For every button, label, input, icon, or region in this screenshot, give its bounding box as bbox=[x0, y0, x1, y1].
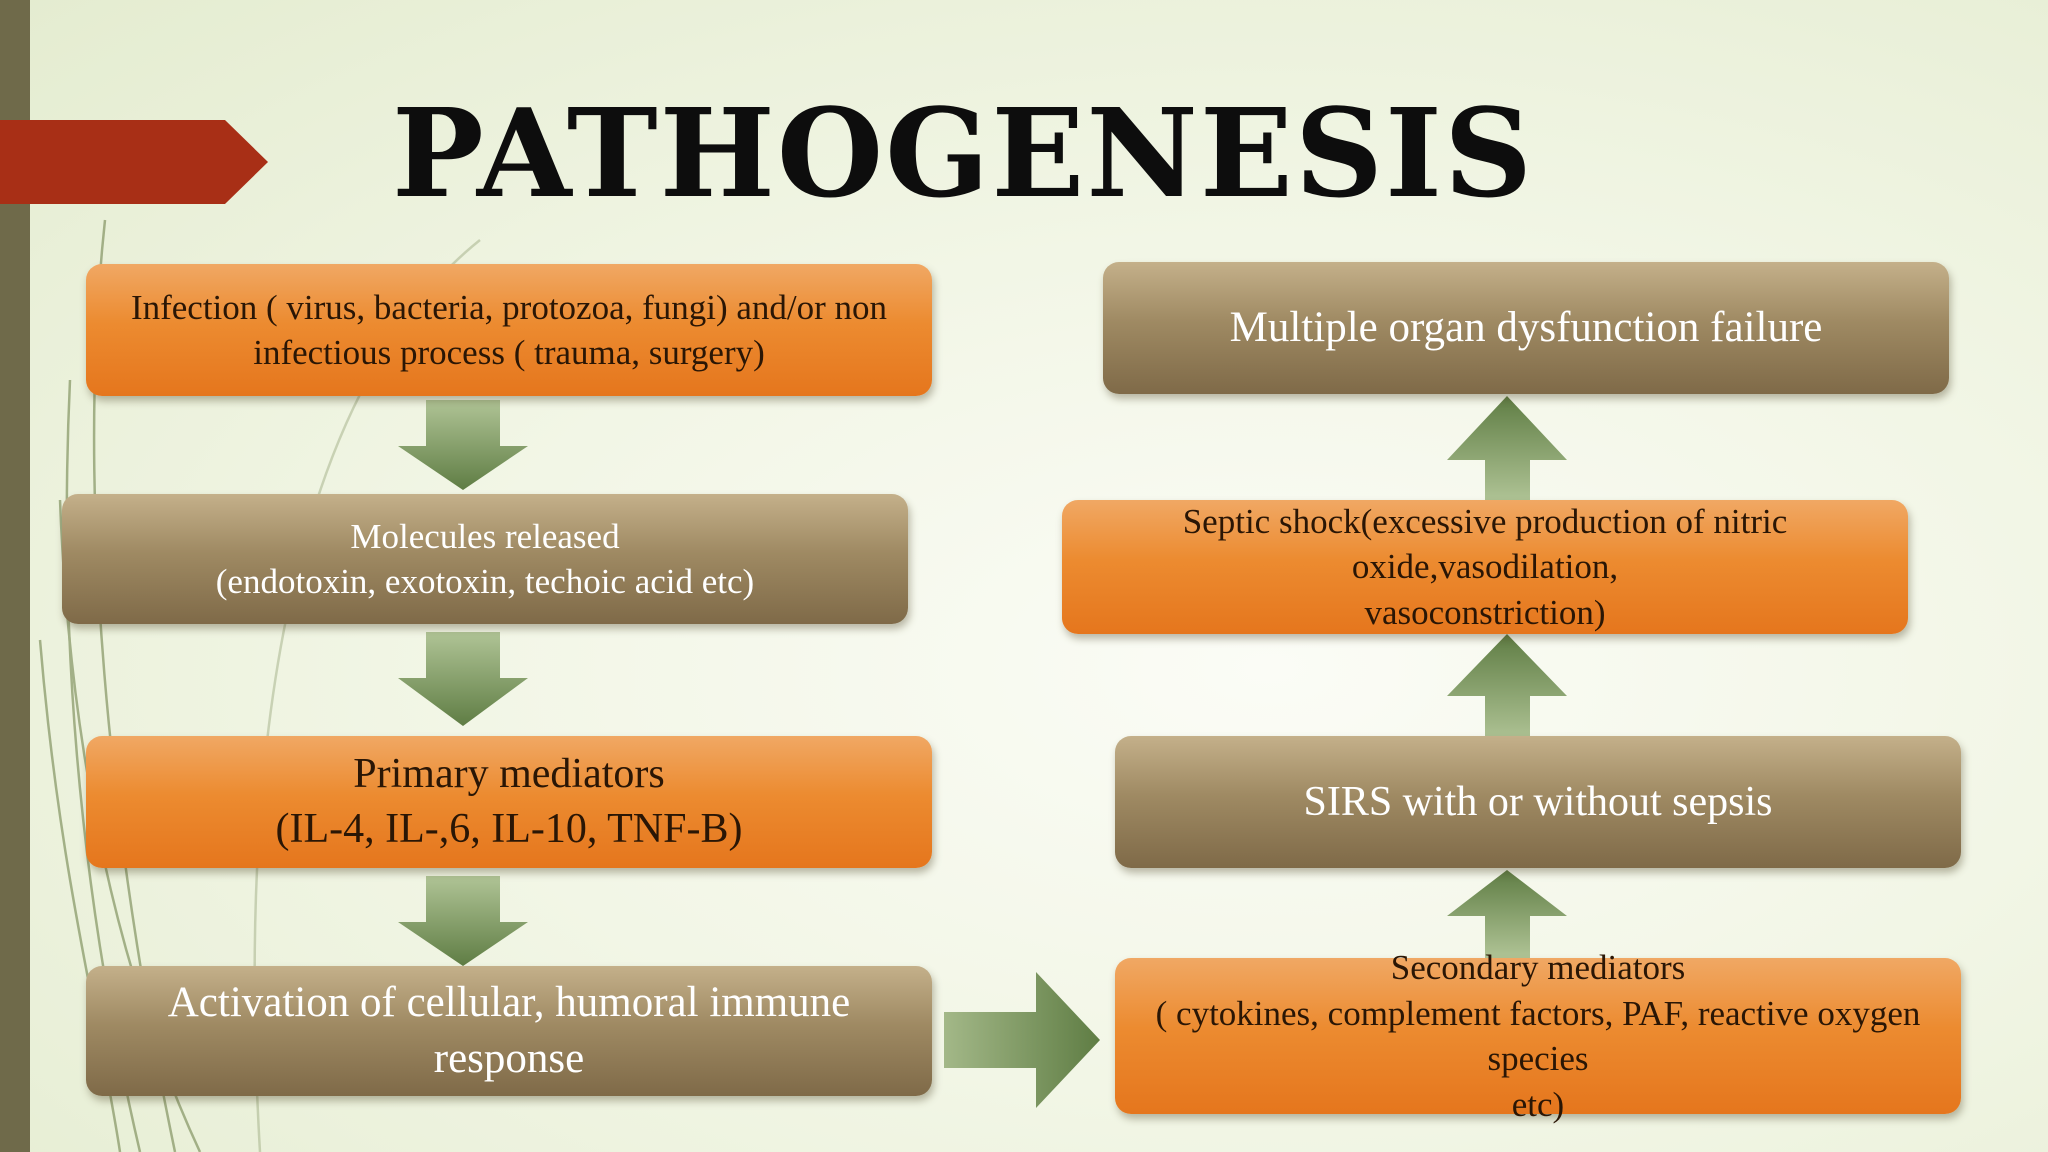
box-activation-line1: Activation of cellular, humoral immune r… bbox=[167, 979, 851, 1082]
arrow-down-3 bbox=[398, 876, 528, 966]
box-molecules-line1: Molecules released bbox=[350, 516, 620, 556]
box-septic-shock: Septic shock(excessive production of nit… bbox=[1062, 500, 1908, 634]
arrow-up-3 bbox=[1447, 396, 1567, 502]
title-accent-arrow bbox=[0, 120, 268, 204]
box-mods-line1: Multiple organ dysfunction failure bbox=[1229, 304, 1823, 352]
box-infection-line2: infectious process ( trauma, surgery) bbox=[253, 333, 765, 372]
box-sirs-line1: SIRS with or without sepsis bbox=[1303, 778, 1773, 825]
arrow-down-2 bbox=[398, 632, 528, 726]
box-activation-immune-response: Activation of cellular, humoral immune r… bbox=[86, 966, 932, 1096]
box-multiple-organ-failure: Multiple organ dysfunction failure bbox=[1103, 262, 1949, 394]
box-infection: Infection ( virus, bacteria, protozoa, f… bbox=[86, 264, 932, 396]
box-sirs: SIRS with or without sepsis bbox=[1115, 736, 1961, 868]
box-secondary-line3: etc) bbox=[1511, 1084, 1565, 1124]
slide-title: PATHOGENESIS bbox=[392, 81, 1535, 225]
box-secondary-mediators: Secondary mediators ( cytokines, complem… bbox=[1115, 948, 1961, 1124]
box-molecules-released: Molecules released (endotoxin, exotoxin,… bbox=[62, 494, 908, 624]
box-septic-line2: vasoconstriction) bbox=[1364, 592, 1606, 632]
box-secondary-line2: ( cytokines, complement factors, PAF, re… bbox=[1155, 993, 1921, 1079]
arrow-up-2 bbox=[1447, 634, 1567, 742]
box-secondary-line1: Secondary mediators bbox=[1390, 948, 1686, 987]
arrow-right bbox=[944, 972, 1100, 1108]
box-septic-line1: Septic shock(excessive production of nit… bbox=[1182, 501, 1788, 587]
arrow-down-1 bbox=[398, 400, 528, 490]
box-infection-line1: Infection ( virus, bacteria, protozoa, f… bbox=[130, 287, 888, 327]
box-primary-line2: (IL-4, IL-,6, IL-10, TNF-B) bbox=[275, 806, 743, 852]
arrow-up-1 bbox=[1447, 870, 1567, 958]
box-primary-mediators: Primary mediators (IL-4, IL-,6, IL-10, T… bbox=[86, 736, 932, 868]
box-molecules-line2: (endotoxin, exotoxin, techoic acid etc) bbox=[215, 562, 755, 601]
box-primary-line1: Primary mediators bbox=[353, 751, 665, 798]
